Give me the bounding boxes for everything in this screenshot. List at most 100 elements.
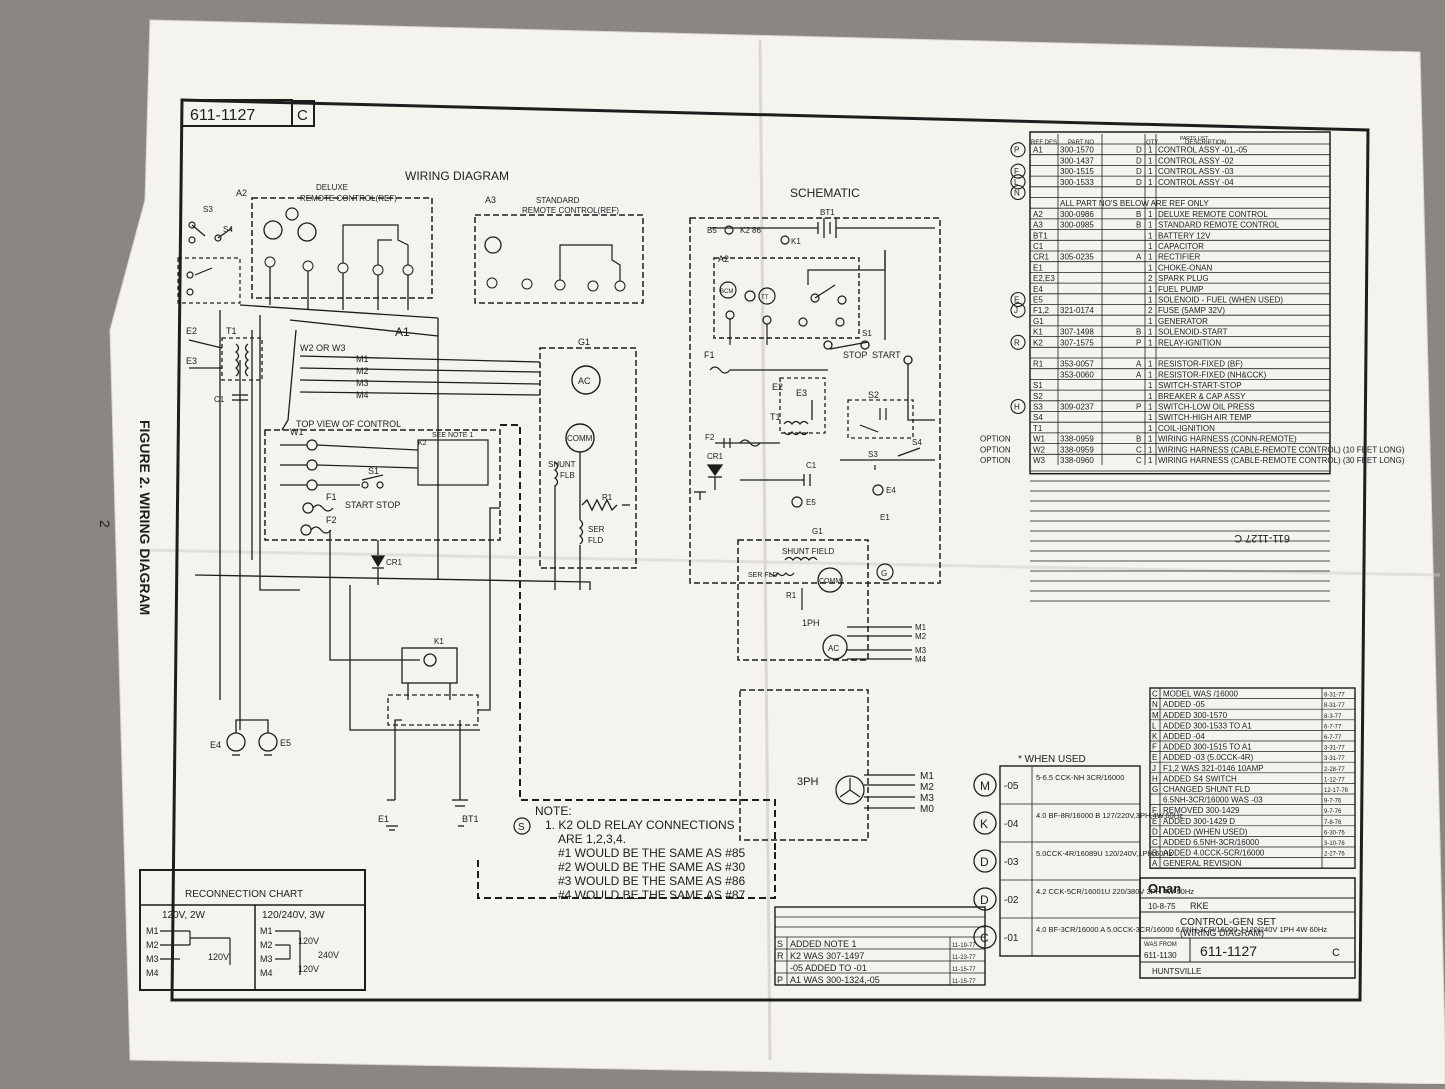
figure-side-title: FIGURE 2. WIRING DIAGRAM [137,420,153,615]
parts-row-part: 338-0960 [1060,456,1094,465]
w-control-box [264,429,501,541]
parts-row-desc: RESISTOR-FIXED (BF) [1158,360,1243,369]
rev-right-desc: GENERAL REVISION [1163,859,1242,868]
a2-deluxe-remote-box [251,197,433,299]
w-flb-text: FLB [560,471,575,480]
w-r1-text: R1 [602,493,613,502]
parts-row-ref: T1 [1033,424,1043,433]
sch-g-circle [876,563,894,581]
parts-row-marker-circle [1010,302,1026,318]
w-f2-label: F2 [326,515,337,525]
sch-g1-box [737,539,869,661]
reconnection-col2: 120/240V, 3W [262,910,325,921]
parts-row-rev: D [1136,178,1142,187]
a2-tt-gauge [263,220,283,240]
a2-title-2: REMOTE CONTROL(REF) [300,194,397,203]
parts-row-rev: B [1136,221,1141,230]
sch-k2: K2 86 [740,226,761,235]
parts-row-part: 307-1498 [1060,328,1094,337]
rev-bottom-date: 11-23-77 [952,955,976,961]
parts-row-qty: 1 [1148,360,1153,369]
parts-row-part: 309-0237 [1060,403,1094,412]
rev-right-desc: ADDED 300-1429 D [1163,817,1235,826]
parts-row-ref: A1 [1033,146,1043,155]
tb-company: Onan [1148,881,1181,896]
parts-row-ref: S4 [1033,413,1043,422]
parts-row-ref: W1 [1033,435,1046,444]
rev-right-date: 2-27-76 [1324,852,1345,858]
w-k2-relay [417,439,489,486]
parts-row-rev: D [1136,146,1142,155]
rev-right-desc: ADDED 4.0CCK-5CR/16000 [1163,849,1265,858]
parts-row-marker-circle [1010,142,1026,158]
fold-line-vertical [758,39,772,1061]
rev-right-letter: J [1152,764,1156,773]
rev-right-date: 8-31-77 [1324,693,1345,699]
note-leader [500,424,776,850]
parts-row-rev: C [1136,456,1142,465]
rev-right-letter: B [1152,849,1157,858]
parts-row-option: OPTION [980,456,1011,465]
sch-comm-circle [817,567,843,593]
sch-k2-contact [724,225,734,235]
parts-row-marker: P [1014,146,1019,155]
parts-row-ref: S3 [1033,403,1043,412]
w-cr1-diode [329,530,480,731]
parts-row-desc: STANDARD REMOTE CONTROL [1158,221,1280,230]
parts-row-part: 300-0986 [1060,210,1094,219]
parts-row-ref: E2,E3 [1033,274,1055,283]
rev-right-letter: C [1152,838,1158,847]
parts-row-qty: 1 [1148,456,1153,465]
sch-e1: E1 [880,513,890,522]
w-e4-e5 [226,719,278,756]
parts-row-qty: 1 [1148,156,1153,165]
title-block [1139,877,1356,979]
figure-page-number: 2 [97,520,113,528]
parts-row-qty: 1 [1148,221,1153,230]
sch-3ph-box [739,689,869,841]
w-f2-fuse [310,526,332,534]
parts-row-rev: P [1136,403,1141,412]
sch-s2-box [847,399,914,439]
parts-list-title: PARTS LIST [1180,136,1208,142]
w-m3: M3 [356,378,369,388]
drawing-border [170,98,1370,1002]
rc2-m2: M2 [260,940,273,950]
rev-right-letter: K [1152,732,1158,741]
schematic-a1-box [689,217,941,584]
sch-ser-fld: SER FLD [748,572,778,579]
reconnection-title: RECONNECTION CHART [185,889,303,900]
tb-date: 10-8-75 [1148,902,1176,911]
rev-right-date: 9-7-76 [1324,799,1342,805]
rev-right-letter: E [1152,753,1157,762]
rev-right-desc: 6.5NH-3CR/16000 WAS -03 [1163,796,1263,805]
w-f1-fuse [312,504,334,512]
tb-drawn: RKE [1190,901,1209,911]
w-w1-label: W1 [290,427,304,437]
w-cr1-label: CR1 [386,558,403,567]
sch-battery [710,218,935,238]
rev-right-desc: CHANGED SHUNT FLD [1163,785,1250,794]
parts-row-desc: SWITCH-HIGH AIR TEMP [1158,413,1252,422]
parts-row-qty: 1 [1148,413,1153,422]
sch-g-letter: G [881,569,887,578]
sch-cr1: CR1 [707,452,724,461]
sch-tt-text: TT [761,295,769,301]
parts-row-ref: A2 [1033,210,1043,219]
note-line-3: #1 WOULD BE THE SAME AS #85 [558,846,746,860]
parts-row-part: 338-0959 [1060,445,1094,454]
rev-right-desc: ADDED -03 (5.0CCK-4R) [1163,753,1254,762]
parts-row-ref: E1 [1033,263,1043,272]
rev-bottom-letter: R [777,951,784,961]
rev-right-desc: ADDED 300-1515 TO A1 [1163,743,1252,752]
sch-1ph-m2: M2 [915,632,927,641]
sch-t1: T1 [770,412,781,422]
parts-row-ref: BT1 [1033,231,1048,240]
parts-row-desc: SOLENOID - FUEL (WHEN USED) [1158,296,1283,305]
sch-e4: E4 [886,486,896,495]
tb-was-from: 611-1130 [1144,951,1177,960]
